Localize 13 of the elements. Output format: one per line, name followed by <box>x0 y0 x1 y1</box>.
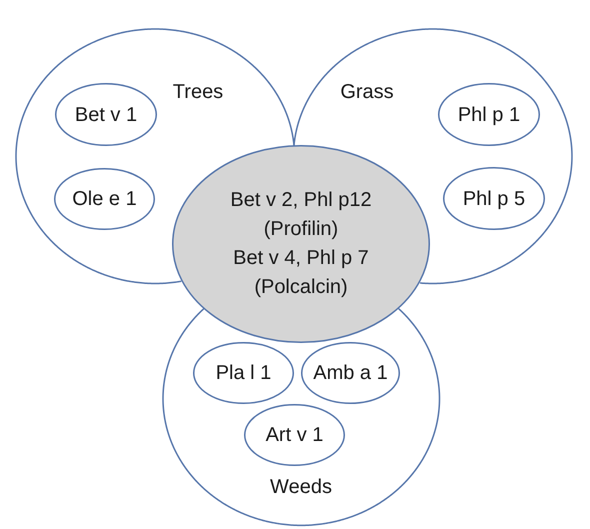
allergen-ellipse: Ole e 1 <box>54 168 155 230</box>
center-ellipse <box>172 145 430 343</box>
allergen-ellipse: Bet v 1 <box>55 83 157 146</box>
allergen-ellipse: Phl p 5 <box>442 167 545 230</box>
category-title: Trees <box>172 80 224 104</box>
category-title: Weeds <box>270 474 332 499</box>
allergen-ellipse: Pla l 1 <box>193 342 294 404</box>
category-title: Grass <box>340 80 394 104</box>
allergen-ellipse: Art v 1 <box>244 404 345 466</box>
allergen-text: Bet v 2, Phl p12 (Profilin) <box>229 188 373 242</box>
allergen-ellipse: Amb a 1 <box>301 342 400 404</box>
allergen-text: Bet v 4, Phl p 7 (Polcalcin) <box>232 246 370 300</box>
allergen-ellipse: Phl p 1 <box>438 83 540 146</box>
